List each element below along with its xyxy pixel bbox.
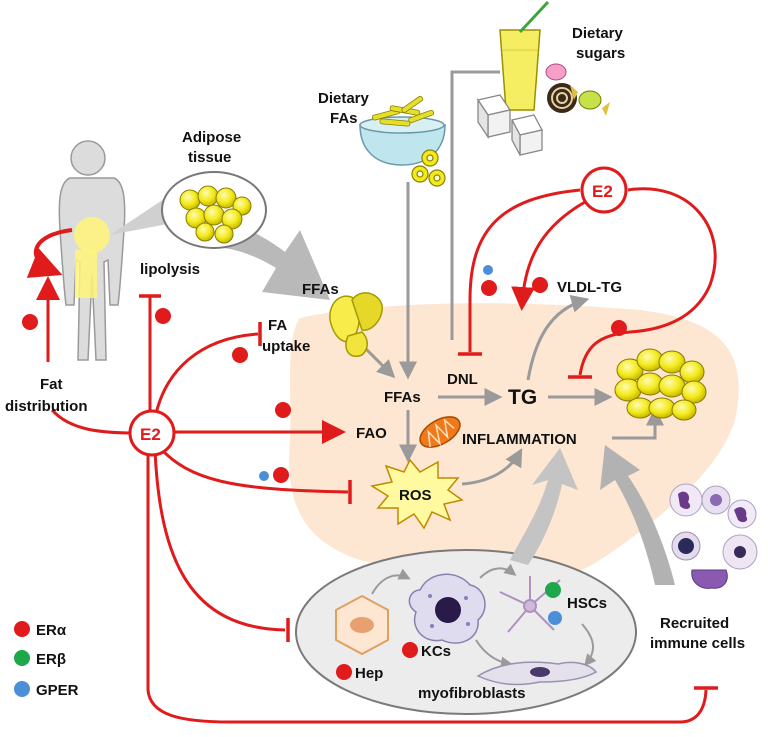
stellate-cell-icon (499, 576, 561, 633)
mitochondrion-icon (419, 416, 461, 448)
fa-transporter-icon (329, 292, 383, 357)
legend-label-er-alpha: ERα (36, 622, 67, 639)
cells-to-inflammation-arrow (510, 448, 578, 565)
label-recruited-immune-cells-1: Recruited (660, 615, 729, 632)
er-alpha-dot (273, 467, 289, 483)
er-alpha-dot (155, 308, 171, 324)
label-myofibroblasts: myofibroblasts (418, 685, 526, 702)
e2-to-tg-arrow (511, 200, 586, 311)
kc-to-hsc-arrow (479, 563, 517, 579)
adipocyte-cluster-icon (179, 185, 252, 244)
gper-dot (548, 611, 562, 625)
ros-to-inflammation-arrow (461, 448, 523, 486)
inflammation-to-lipid-arrow (612, 407, 664, 440)
e2-fa-uptake-inhibit (153, 332, 259, 419)
adipose-callout-pointer (110, 195, 178, 235)
label-dietary-sugars-1: Dietary (572, 25, 624, 42)
er-beta-dot (545, 582, 561, 598)
abdominal-fat-highlight (74, 217, 110, 253)
myofibroblast-icon (476, 661, 598, 686)
thigh-fat-highlight (75, 250, 97, 298)
legend-swatch-er-beta (14, 650, 30, 666)
label-recruited-immune-cells-2: immune cells (650, 635, 745, 652)
er-alpha-dot (611, 320, 627, 336)
legend-swatch-er-alpha (14, 621, 30, 637)
er-alpha-dot (336, 664, 352, 680)
label-adipose-tissue-1: Adipose (182, 129, 241, 146)
label-fa-uptake-2: uptake (262, 338, 310, 355)
e2-cells-inhibit (153, 449, 286, 632)
candy-icon (545, 63, 610, 116)
label-dietary-sugars-2: sugars (576, 45, 625, 62)
label-ffas-liver: FFAs (384, 389, 421, 406)
label-inflammation: INFLAMMATION (462, 431, 577, 448)
label-e2-right: E2 (592, 182, 613, 201)
label-ffas-top: FFAs (302, 281, 339, 298)
hep-to-kc-arrow (371, 568, 411, 595)
er-alpha-dot (402, 642, 418, 658)
fat-redistribution-curve (26, 228, 73, 278)
er-alpha-dot (532, 277, 548, 293)
e2-dnl-inhibit (468, 188, 581, 352)
sugar-drink-icon (499, 0, 550, 111)
e2-to-fat-distribution-line (50, 408, 136, 435)
sugar-cube-icon (476, 94, 543, 156)
adipose-to-ffas-arrow (224, 220, 330, 300)
label-lipolysis: lipolysis (140, 261, 200, 278)
label-dietary-fas-2: FAs (330, 110, 358, 127)
kc-to-myofibroblast-arrow (475, 639, 513, 669)
e2-ros-inhibit (158, 446, 349, 494)
legend-swatch-gper (14, 681, 30, 697)
label-ros: ROS (399, 487, 432, 504)
legend: ERα ERβ GPER (14, 621, 79, 699)
er-alpha-dot (275, 402, 291, 418)
label-fa-uptake-1: FA (268, 317, 287, 334)
label-fat-distribution-2: distribution (5, 398, 88, 415)
gper-dot (483, 265, 493, 275)
label-kcs: KCs (421, 643, 451, 660)
hepatocyte-icon (335, 594, 389, 656)
ros-starburst (370, 458, 464, 530)
label-hscs: HSCs (567, 595, 607, 612)
legend-label-gper: GPER (36, 682, 79, 699)
label-fat-distribution-1: Fat (40, 376, 63, 393)
label-hep: Hep (355, 665, 383, 682)
label-tg: TG (508, 386, 537, 409)
label-dietary-fas-1: Dietary (318, 90, 370, 107)
fatty-acid-droplets-icon (411, 149, 446, 187)
immune-to-inflammation-arrow (600, 445, 675, 585)
label-vldl-tg: VLDL-TG (557, 279, 622, 296)
er-alpha-dot (232, 347, 248, 363)
er-alpha-dot (481, 280, 497, 296)
hsc-to-myofibroblast-arrow (581, 623, 597, 667)
label-fao: FAO (356, 425, 387, 442)
immune-cell-icon (669, 483, 758, 589)
e2-circle-left (128, 409, 176, 457)
gper-dot (259, 471, 269, 481)
kupffer-cell-icon (408, 573, 486, 644)
label-dnl: DNL (447, 371, 478, 388)
er-alpha-dot (22, 314, 38, 330)
lipid-droplet-icon (614, 348, 707, 421)
e2-vldl-export-inhibit (578, 187, 717, 376)
label-adipose-tissue-2: tissue (188, 149, 231, 166)
e2-immune-inhibit (146, 452, 708, 724)
legend-label-er-beta: ERβ (36, 651, 66, 668)
tg-to-vldl-arrow (526, 295, 590, 381)
e2-circle-right (580, 166, 628, 214)
sugars-to-dnl-line (450, 70, 500, 340)
label-e2-left: E2 (140, 425, 161, 444)
